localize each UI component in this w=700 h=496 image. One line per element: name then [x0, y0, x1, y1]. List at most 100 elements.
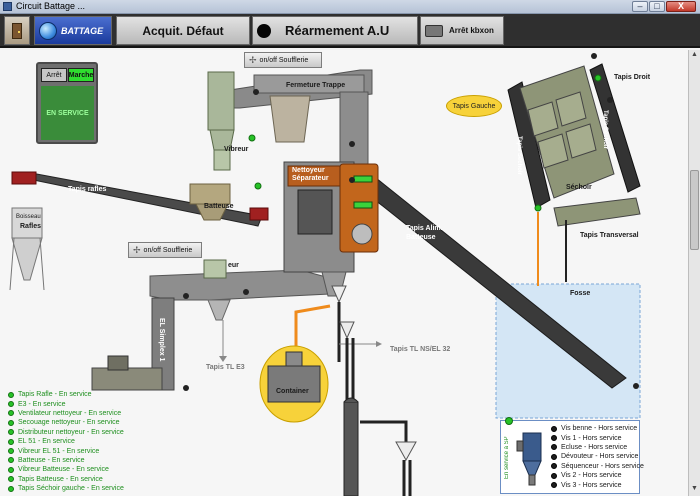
- process-diagram: [9, 53, 641, 496]
- rearmement-label: Réarmement A.U: [285, 23, 390, 38]
- marche-button[interactable]: Marche: [68, 68, 94, 82]
- status-ok-icon: [8, 476, 14, 483]
- window-title: Circuit Battage ...: [16, 1, 86, 11]
- status-off-icon: [551, 435, 557, 442]
- list-item: Distributeur nettoyeur - En service: [8, 428, 124, 437]
- rearmement-au-button[interactable]: Réarmement A.U: [252, 16, 418, 45]
- service-panel-title: En service à SP: [504, 436, 510, 480]
- list-item-label: Vibreur EL 51 - En service: [18, 447, 100, 455]
- sechoir-label: Séchoir: [566, 184, 592, 191]
- arret-kbox-button[interactable]: Arrêt kbxon: [420, 16, 504, 45]
- separator-drum-icon: [351, 223, 373, 245]
- boisseau-label: Boisseau: [16, 214, 41, 220]
- maximize-button[interactable]: □: [649, 1, 665, 12]
- list-item: Vis benne - Hors service: [551, 424, 644, 433]
- list-item-label: Vis 2 - Hors service: [561, 472, 622, 480]
- toolbar: BATTAGE Acquit. Défaut Réarmement A.U Ar…: [0, 14, 700, 48]
- batteuse[interactable]: [189, 183, 231, 205]
- trappe-hopper: [269, 95, 311, 143]
- fan-icon: ✢: [249, 54, 257, 65]
- tapis-tl-ns-label: Tapis TL NS/EL 32: [390, 346, 451, 353]
- status-ok-icon: [8, 391, 14, 398]
- list-item: Tapis Batteuse - En service: [8, 475, 124, 484]
- status-ok-icon: [8, 410, 14, 417]
- scrollbar-thumb[interactable]: [690, 170, 699, 250]
- tapis-rafles-label: Tapis rafles: [68, 186, 107, 193]
- batteuse-label: Batteuse: [204, 203, 234, 210]
- list-item-label: EL 51 - En service: [18, 438, 75, 446]
- battage-label: BATTAGE: [61, 25, 104, 36]
- list-item: Tapis Rafle - En service: [8, 390, 124, 399]
- fermeture-trappe-label: Fermeture Trappe: [286, 82, 346, 89]
- list-item: Vibreur Batteuse - En service: [8, 465, 124, 474]
- list-item: Batteuse - En service: [8, 456, 124, 465]
- list-item: E3 - En service: [8, 399, 124, 408]
- list-item-label: Batteuse - En service: [18, 456, 85, 464]
- tapis-gauche-button[interactable]: Tapis Gauche: [446, 95, 502, 117]
- soufflerie-mid-label: on/off Soufflerie: [143, 246, 193, 254]
- keyboard-icon: [425, 24, 443, 37]
- list-item-label: Distributeur nettoyeur - En service: [18, 428, 124, 436]
- list-item-label: Séquenceur - Hors service: [561, 462, 644, 470]
- container-label: Container: [276, 388, 309, 395]
- nettoyeur-label: Nettoyeur Séparateur: [292, 167, 329, 182]
- list-item: Ventilateur nettoyeur - En service: [8, 409, 124, 418]
- el-simplex-base: [91, 367, 163, 391]
- list-item-label: Tapis Batteuse - En service: [18, 475, 103, 483]
- tapis-sechoir-gauche[interactable]: [507, 81, 551, 209]
- list-item-label: Vis 3 - Hors service: [561, 481, 622, 489]
- tapis-transversal-label: Tapis Transversal: [580, 232, 639, 239]
- status-off-icon: [551, 425, 557, 432]
- tapis-transversal[interactable]: [553, 197, 641, 227]
- minimize-button[interactable]: –: [632, 1, 648, 12]
- status-ok-icon: [8, 485, 14, 492]
- app-icon: [3, 2, 12, 11]
- soufflerie-top-button[interactable]: ✢ on/off Soufflerie: [244, 52, 322, 68]
- arret-kbox-label: Arrêt kbxon: [449, 26, 494, 35]
- acquit-defaut-button[interactable]: Acquit. Défaut: [116, 16, 250, 45]
- battage-button[interactable]: BATTAGE: [34, 16, 112, 45]
- status-ok-icon: [8, 419, 14, 426]
- status-ok-icon: [8, 401, 14, 408]
- fan-icon: ✢: [133, 244, 141, 255]
- status-off-icon: [551, 482, 557, 489]
- list-item: Vis 1 - Hors service: [551, 433, 644, 442]
- scroll-up-icon[interactable]: ▲: [691, 51, 698, 58]
- tapis-sechoir-droit[interactable]: [589, 63, 641, 193]
- emergency-dot-icon: [257, 23, 271, 38]
- rafles-label: Rafles: [20, 223, 42, 230]
- list-item: EL 51 - En service: [8, 437, 124, 446]
- soufflerie-mid-button[interactable]: ✢ on/off Soufflerie: [128, 242, 202, 258]
- scroll-down-icon[interactable]: ▼: [691, 485, 698, 492]
- list-item-label: E3 - En service: [18, 400, 66, 408]
- status-ok-icon: [8, 457, 14, 464]
- tapis-sechoir-droit-label: Tapis Séchoir: [602, 110, 608, 149]
- service-panel: En service à SP Vis benne - Hors service…: [500, 417, 644, 494]
- list-item: Tapis Séchoir gauche - En service: [8, 484, 124, 493]
- equipment-status-list: Tapis Rafle - En service E3 - En service…: [8, 390, 124, 493]
- list-item: Séquenceur - Hors service: [551, 462, 644, 471]
- vertical-scrollbar[interactable]: ▲ ▼: [688, 50, 700, 496]
- list-item-label: Ventilateur nettoyeur - En service: [18, 409, 122, 417]
- status-ok-icon: [8, 466, 14, 473]
- list-item: Ecluse - Hors service: [551, 443, 644, 452]
- list-item: Vibreur EL 51 - En service: [8, 446, 124, 455]
- fosse-label: Fosse: [570, 290, 591, 297]
- arret-button[interactable]: Arrêt: [41, 68, 67, 82]
- list-item: Dévouteur - Hors service: [551, 452, 644, 461]
- close-button[interactable]: X: [666, 1, 696, 12]
- vibreur-hopper: [207, 71, 235, 131]
- service-items: Vis benne - Hors service Vis 1 - Hors se…: [551, 424, 644, 490]
- window-titlebar[interactable]: Circuit Battage ... – □ X: [0, 0, 700, 14]
- tapis-tl-e3-label: Tapis TL E3: [206, 364, 245, 371]
- container[interactable]: [267, 365, 321, 403]
- globe-icon: [39, 21, 57, 40]
- status-ok-icon: [505, 417, 513, 425]
- status-badge: EN SERVICE: [41, 86, 94, 140]
- status-ok-icon: [8, 448, 14, 455]
- lower-duct: [149, 269, 331, 301]
- status-off-icon: [551, 453, 557, 460]
- exit-button[interactable]: [4, 16, 30, 45]
- list-item: Vis 3 - Hors service: [551, 480, 644, 489]
- el-simplex-label: EL Simplex 1: [158, 318, 165, 362]
